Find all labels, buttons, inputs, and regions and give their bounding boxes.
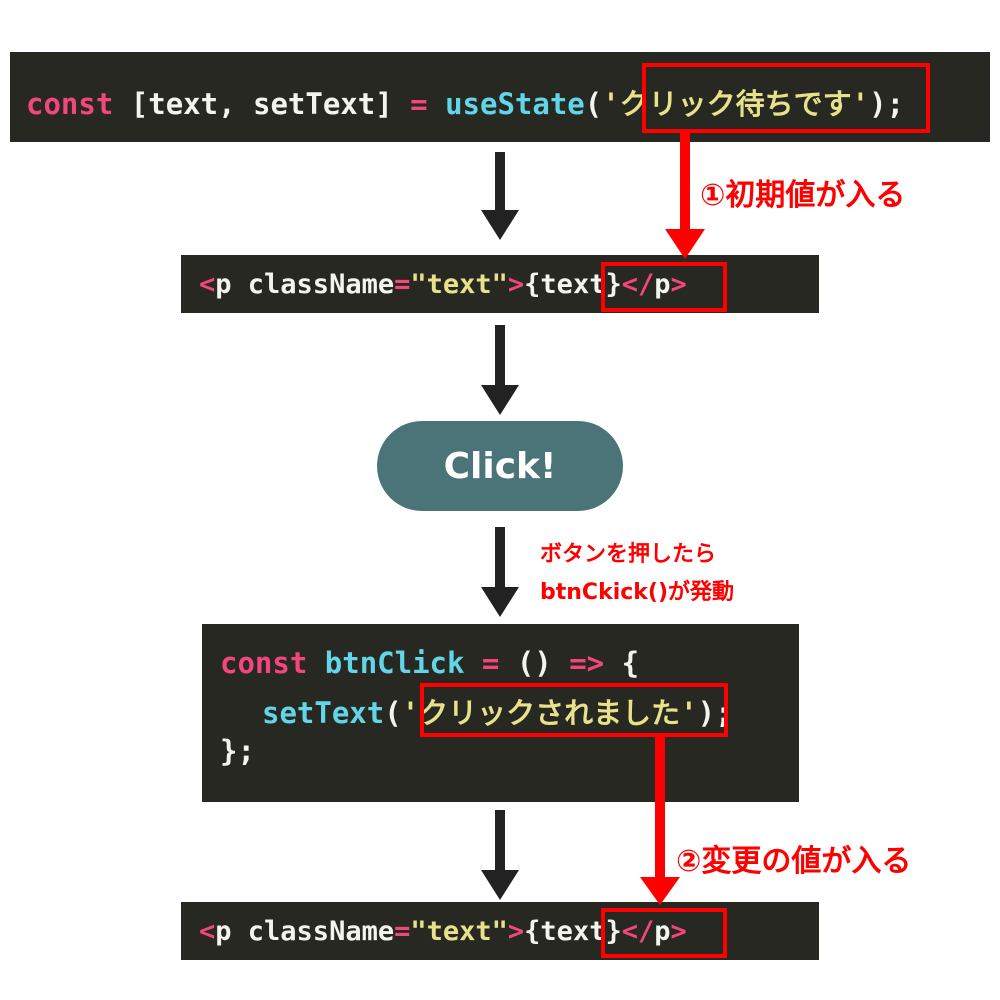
initial-value-string: 'クリック待ちです' (602, 87, 870, 121)
note-changed-value: ②変更の値が入る (676, 844, 912, 879)
flow-arrow-down-4 (481, 810, 519, 900)
brace-close: }; (220, 734, 255, 768)
code-block-jsx-initial: <p className="text">{text}</p> (181, 255, 819, 313)
paren-open: ( (384, 696, 402, 730)
note-button-trigger: ボタンを押したら btnCkick()が発動 (540, 536, 734, 612)
end-tag-open: </ (621, 916, 655, 947)
attr-value: "text" (410, 269, 508, 300)
code-line: <p className="text">{text}</p> (199, 916, 687, 947)
note-initial-value: ①初期値が入る (700, 178, 906, 213)
attr-name: className (231, 916, 395, 947)
highlight-text-expression-1 (601, 262, 727, 312)
tag-close-bracket: > (507, 916, 525, 947)
end-tag-name: p (654, 916, 671, 947)
attr-value: "text" (410, 916, 508, 947)
destructure: [text, setText] (113, 87, 411, 121)
text-expression: {text} (524, 269, 622, 300)
end-tag-close: > (670, 916, 687, 947)
code-line: setText('クリックされました'); (262, 690, 733, 732)
operator-eq: = (464, 646, 517, 680)
highlight-initial-value (642, 63, 930, 133)
tag-name: p (215, 916, 232, 947)
new-value-string: 'クリックされました' (401, 696, 698, 730)
function-usestate: useState (445, 87, 585, 121)
code-line: }; (220, 734, 255, 768)
args: () (516, 646, 552, 680)
code-line: const btnClick = () => { (220, 646, 639, 680)
highlight-text-expression-2 (601, 908, 727, 958)
code-line: const [text, setText] = useState('クリック待ち… (26, 81, 904, 123)
note-line: ボタンを押したら (540, 542, 717, 567)
end-tag-close: > (670, 269, 687, 300)
flow-arrow-down-1 (481, 152, 519, 240)
tag-close-bracket: > (507, 269, 525, 300)
code-line: <p className="text">{text}</p> (199, 269, 687, 300)
red-arrow-new-value (640, 737, 680, 905)
keyword-const: const (220, 646, 308, 680)
tag-name: p (215, 269, 232, 300)
flow-arrow-down-2 (481, 325, 519, 415)
text-expression: {text} (524, 916, 622, 947)
red-arrow-initial-value (665, 133, 705, 259)
function-settext: setText (262, 696, 385, 730)
code-block-usestate: const [text, setText] = useState('クリック待ち… (10, 52, 990, 142)
paren-close: ); (869, 87, 905, 121)
paren-open: ( (584, 87, 603, 121)
attr-eq: = (394, 269, 411, 300)
keyword-const: const (26, 87, 114, 121)
arrow-operator: => (551, 646, 622, 680)
flow-arrow-down-3 (481, 527, 519, 617)
end-tag-open: </ (621, 269, 655, 300)
click-button[interactable]: Click! (377, 421, 623, 511)
end-tag-name: p (654, 269, 671, 300)
tag-open-bracket: < (199, 269, 216, 300)
highlight-new-value (420, 683, 728, 737)
note-line: btnCkick()が発動 (540, 580, 735, 605)
brace-open: { (621, 646, 640, 680)
tag-open-bracket: < (199, 916, 216, 947)
attr-eq: = (394, 916, 411, 947)
operator-eq: = (410, 87, 428, 121)
function-name: btnClick (307, 646, 465, 680)
attr-name: className (231, 269, 395, 300)
code-block-btnclick: const btnClick = () => { setText('クリックされ… (202, 624, 799, 802)
